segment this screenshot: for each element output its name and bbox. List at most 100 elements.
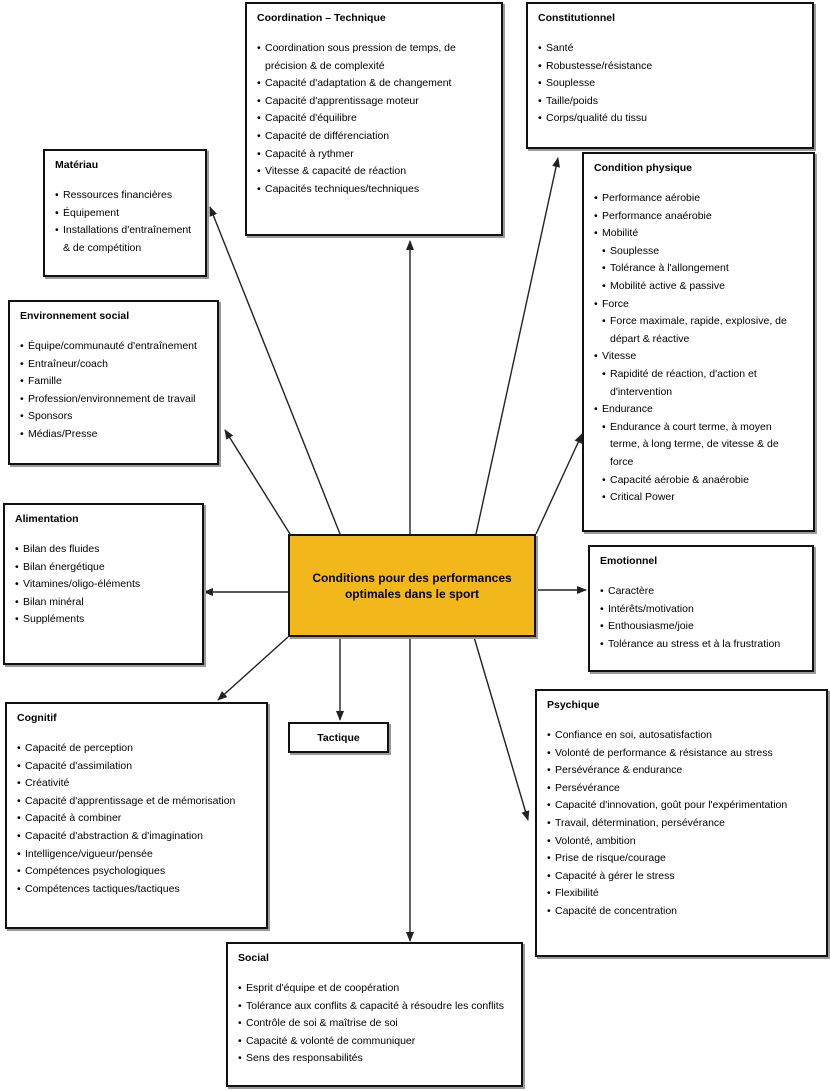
box-constitutionnel: Constitutionnel SantéRobustesse/résistan… xyxy=(526,2,814,149)
list-item: Suppléments xyxy=(15,611,193,629)
list-item: Volonté de performance & résistance au s… xyxy=(547,745,817,763)
list-item: Esprit d'équipe et de coopération xyxy=(238,980,512,998)
list-item: Critical Power xyxy=(594,489,804,507)
list-item: Capacité de différenciation xyxy=(257,128,492,146)
list-item: Capacité d'apprentissage et de mémorisat… xyxy=(17,793,257,811)
box-social: Social Esprit d'équipe et de coopération… xyxy=(226,942,523,1087)
list-item: Confiance en soi, autosatisfaction xyxy=(547,727,817,745)
list-item: Entraîneur/coach xyxy=(20,356,208,374)
list-item: Intérêts/motivation xyxy=(600,601,803,619)
list-item: Capacité à gérer le stress xyxy=(547,868,817,886)
box-title: Coordination – Technique xyxy=(257,12,386,24)
list-item: Coordination sous pression de temps, de … xyxy=(257,40,492,75)
list-item: Enthousiasme/joie xyxy=(600,618,803,636)
arrow-to-environnement-social xyxy=(224,429,291,535)
list-item: Famille xyxy=(20,373,208,391)
bullet-list: Bilan des fluidesBilan énergétiqueVitami… xyxy=(15,541,193,629)
box-title: Environnement social xyxy=(20,310,130,322)
list-item: Capacité aérobie & anaérobie xyxy=(594,472,804,490)
arrow-to-cognitif xyxy=(217,636,289,701)
box-psychique: Psychique Confiance en soi, autosatisfac… xyxy=(535,689,828,957)
list-item: Endurance xyxy=(594,401,804,419)
box-environnement-social: Environnement social Équipe/communauté d… xyxy=(8,300,219,465)
bullet-list: Équipe/communauté d'entraînementEntraîne… xyxy=(20,338,208,444)
list-item: Capacité d'assimilation xyxy=(17,758,257,776)
box-title: Tactique xyxy=(317,731,360,744)
list-item: Persévérance xyxy=(547,780,817,798)
list-item: Équipement xyxy=(55,205,196,223)
box-condition-physique: Condition physique Performance aérobiePe… xyxy=(582,152,815,532)
list-item: Installations d'entraînement & de compét… xyxy=(55,222,196,257)
box-tactique: Tactique xyxy=(288,722,389,753)
central-concept-box: Conditions pour des performances optimal… xyxy=(288,534,536,637)
list-item: Vitesse xyxy=(594,348,804,366)
list-item: Capacité à combiner xyxy=(17,810,257,828)
list-item: Souplesse xyxy=(538,75,803,93)
list-item: Endurance à court terme, à moyen terme, … xyxy=(594,419,804,472)
list-item: Profession/environnement de travail xyxy=(20,391,208,409)
list-item: Capacité d'abstraction & d'imagination xyxy=(17,828,257,846)
arrow-to-psychique xyxy=(473,636,530,821)
list-item: Force maximale, rapide, explosive, de dé… xyxy=(594,313,804,348)
list-item: Sens des responsabilités xyxy=(238,1050,512,1068)
list-item: Performance aérobie xyxy=(594,190,804,208)
list-item: Mobilité active & passive xyxy=(594,278,804,296)
bullet-list: SantéRobustesse/résistanceSouplesseTaill… xyxy=(538,40,803,128)
box-title: Psychique xyxy=(547,699,600,711)
list-item: Corps/qualité du tissu xyxy=(538,110,803,128)
box-title: Constitutionnel xyxy=(538,12,615,24)
list-item: Tolérance à l'allongement xyxy=(594,260,804,278)
list-item: Prise de risque/courage xyxy=(547,850,817,868)
list-item: Capacité de concentration xyxy=(547,903,817,921)
list-item: Équipe/communauté d'entraînement xyxy=(20,338,208,356)
list-item: Capacité d'adaptation & de changement xyxy=(257,75,492,93)
list-item: Capacité de perception xyxy=(17,740,257,758)
list-item: Souplesse xyxy=(594,243,804,261)
list-item: Santé xyxy=(538,40,803,58)
list-item: Capacité & volonté de communiquer xyxy=(238,1033,512,1051)
box-title: Condition physique xyxy=(594,162,692,174)
bullet-list: Capacité de perceptionCapacité d'assimil… xyxy=(17,740,257,898)
list-item: Capacité d'innovation, goût pour l'expér… xyxy=(547,797,817,815)
box-title: Emotionnel xyxy=(600,555,658,567)
arrow-to-condition-physique xyxy=(535,433,583,535)
list-item: Contrôle de soi & maîtrise de soi xyxy=(238,1015,512,1033)
list-item: Bilan minéral xyxy=(15,594,193,612)
list-item: Médias/Presse xyxy=(20,426,208,444)
list-item: Robustesse/résistance xyxy=(538,58,803,76)
bullet-list: Coordination sous pression de temps, de … xyxy=(257,40,492,198)
list-item: Tolérance aux conflits & capacité à réso… xyxy=(238,998,512,1016)
bullet-list: Ressources financièresÉquipementInstalla… xyxy=(55,187,196,257)
central-concept-title: Conditions pour des performances optimal… xyxy=(312,570,512,601)
arrow-to-constitutionnel xyxy=(475,157,560,535)
list-item: Travail, détermination, persévérance xyxy=(547,815,817,833)
list-item: Capacité d'équilibre xyxy=(257,110,492,128)
list-item: Compétences psychologiques xyxy=(17,863,257,881)
list-item: Bilan des fluides xyxy=(15,541,193,559)
list-item: Bilan énergétique xyxy=(15,559,193,577)
list-item: Flexibilité xyxy=(547,885,817,903)
list-item: Performance anaérobie xyxy=(594,208,804,226)
list-item: Sponsors xyxy=(20,408,208,426)
bullet-list: CaractèreIntérêts/motivationEnthousiasme… xyxy=(600,583,803,653)
box-cognitif: Cognitif Capacité de perceptionCapacité … xyxy=(5,702,268,929)
list-item: Créativité xyxy=(17,775,257,793)
box-title: Social xyxy=(238,952,269,964)
list-item: Mobilité xyxy=(594,225,804,243)
list-item: Taille/poids xyxy=(538,93,803,111)
box-title: Alimentation xyxy=(15,513,79,525)
bullet-list: Confiance en soi, autosatisfactionVolont… xyxy=(547,727,817,921)
list-item: Intelligence/vigueur/pensée xyxy=(17,846,257,864)
box-alimentation: Alimentation Bilan des fluidesBilan éner… xyxy=(3,503,204,665)
list-item: Persévérance & endurance xyxy=(547,762,817,780)
box-materiau: Matériau Ressources financièresÉquipemen… xyxy=(43,149,207,277)
list-item: Ressources financières xyxy=(55,187,196,205)
list-item: Compétences tactiques/tactiques xyxy=(17,881,257,899)
box-coordination-technique: Coordination – Technique Coordination so… xyxy=(245,2,503,236)
bullet-list: Performance aérobiePerformance anaérobie… xyxy=(594,190,804,507)
list-item: Vitamines/oligo-éléments xyxy=(15,576,193,594)
list-item: Force xyxy=(594,296,804,314)
list-item: Capacité d'apprentissage moteur xyxy=(257,93,492,111)
box-title: Cognitif xyxy=(17,712,57,724)
